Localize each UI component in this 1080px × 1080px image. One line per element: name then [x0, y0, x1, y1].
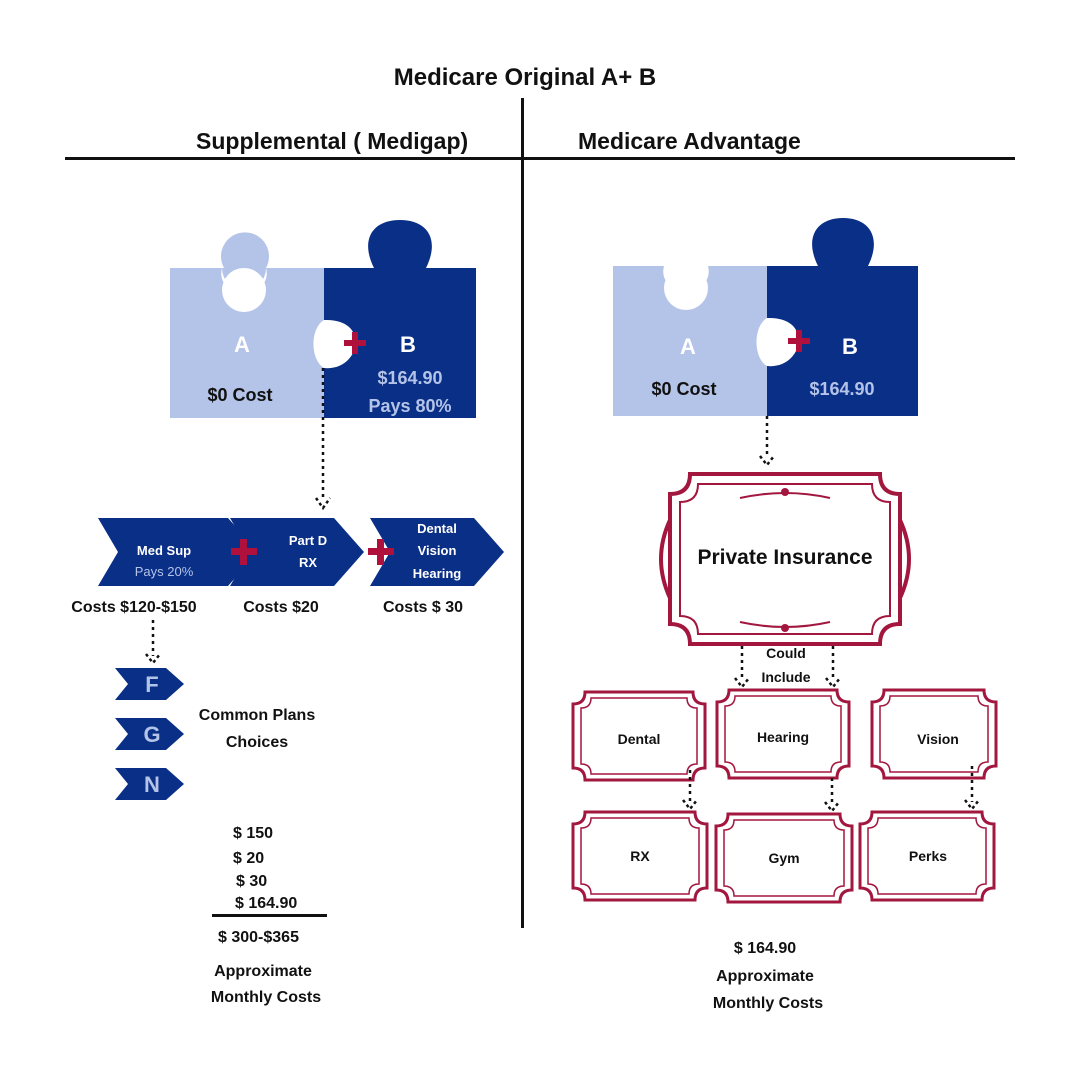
could-label: Could [766, 645, 806, 661]
column-divider [521, 98, 524, 928]
plans-caption-2: Choices [225, 734, 289, 751]
frame-gym-label: Gym [768, 850, 800, 866]
chevron-plus-icon-2 [368, 539, 394, 565]
page-title: Medicare Original A+ B [393, 64, 657, 91]
left-puzzle-b-letter: B [400, 332, 416, 357]
chevron-part-d [230, 518, 364, 586]
frame-vision [870, 688, 998, 780]
left-puzzle-b-pays: Pays 80% [368, 396, 452, 416]
frame-gym [714, 812, 854, 904]
plan-chevron-g [115, 718, 184, 750]
right-footer-1: Approximate [716, 968, 814, 985]
plans-caption-1: Common Plans [198, 707, 316, 724]
frame-perks-label: Perks [908, 848, 948, 864]
plan-g-label: G [143, 722, 161, 747]
sum-underline [212, 914, 327, 917]
frame-perks [858, 810, 996, 902]
chevron-med-sup-line1: Med Sup [136, 543, 192, 558]
frame-dental-label: Dental [617, 731, 661, 747]
right-puzzle-b-piece [767, 218, 918, 416]
frame-rx-label: RX [630, 848, 650, 864]
chevron-plus-icon-1 [231, 539, 257, 565]
right-puzzle-a-letter: A [680, 334, 696, 359]
plan-f-label: F [145, 672, 159, 697]
frame-hearing [715, 688, 851, 780]
right-plus-icon [788, 330, 810, 352]
left-footer-1: Approximate [214, 963, 312, 980]
frame-vision-label: Vision [917, 731, 959, 747]
chevron-part-d-line2: RX [298, 555, 318, 570]
frame-hearing-label: Hearing [756, 729, 810, 745]
chevron-dvh-line1: Dental [417, 521, 457, 536]
private-insurance-label: Private Insurance [697, 546, 873, 569]
left-puzzle-a-caption: $0 Cost [207, 385, 273, 405]
right-footer-2: Monthly Costs [712, 995, 824, 1012]
sum-line-3: $ 30 [236, 873, 268, 890]
right-total: $ 164.90 [733, 940, 797, 957]
private-insurance-frame [659, 472, 911, 646]
left-plus-icon [344, 332, 366, 354]
left-footer-2: Monthly Costs [210, 989, 322, 1006]
chevron-med-sup-line2: Pays 20% [134, 564, 194, 579]
cost-med-sup: Costs $120-$150 [71, 599, 197, 616]
right-puzzle-a-caption: $0 Cost [651, 379, 717, 399]
sum-line-4: $ 164.90 [235, 895, 298, 912]
left-puzzle-a-notch [222, 268, 266, 312]
chevron-part-d-line1: Part D [288, 533, 328, 548]
left-puzzle-b-piece [324, 220, 476, 418]
plan-chevron-n [115, 768, 184, 800]
left-heading: Supplemental ( Medigap) [196, 128, 469, 154]
frame-dental [571, 690, 707, 782]
left-puzzle-b-cost: $164.90 [377, 368, 443, 388]
cost-dvh: Costs $ 30 [382, 599, 464, 616]
sum-line-1: $ 150 [233, 825, 274, 842]
include-label: Include [761, 669, 811, 685]
right-puzzle-a-notch [664, 266, 708, 310]
right-heading: Medicare Advantage [578, 128, 801, 154]
plan-n-label: N [144, 772, 160, 797]
sum-line-2: $ 20 [233, 850, 265, 867]
chevron-dental-vision-hearing [370, 518, 504, 586]
left-puzzle-a-letter: A [234, 332, 250, 357]
left-total: $ 300-$365 [218, 929, 299, 946]
frame-rx [571, 810, 709, 902]
right-puzzle-a-piece [613, 266, 767, 416]
right-puzzle-b-letter: B [842, 334, 858, 359]
chevron-dvh-line3: Hearing [412, 566, 462, 581]
chevron-med-sup [98, 518, 258, 586]
right-puzzle-b-cost: $164.90 [809, 379, 875, 399]
plan-chevron-f [115, 668, 184, 700]
chevron-dvh-line2: Vision [417, 543, 457, 558]
cost-part-d: Costs $20 [243, 599, 319, 616]
header-divider [65, 157, 1015, 160]
